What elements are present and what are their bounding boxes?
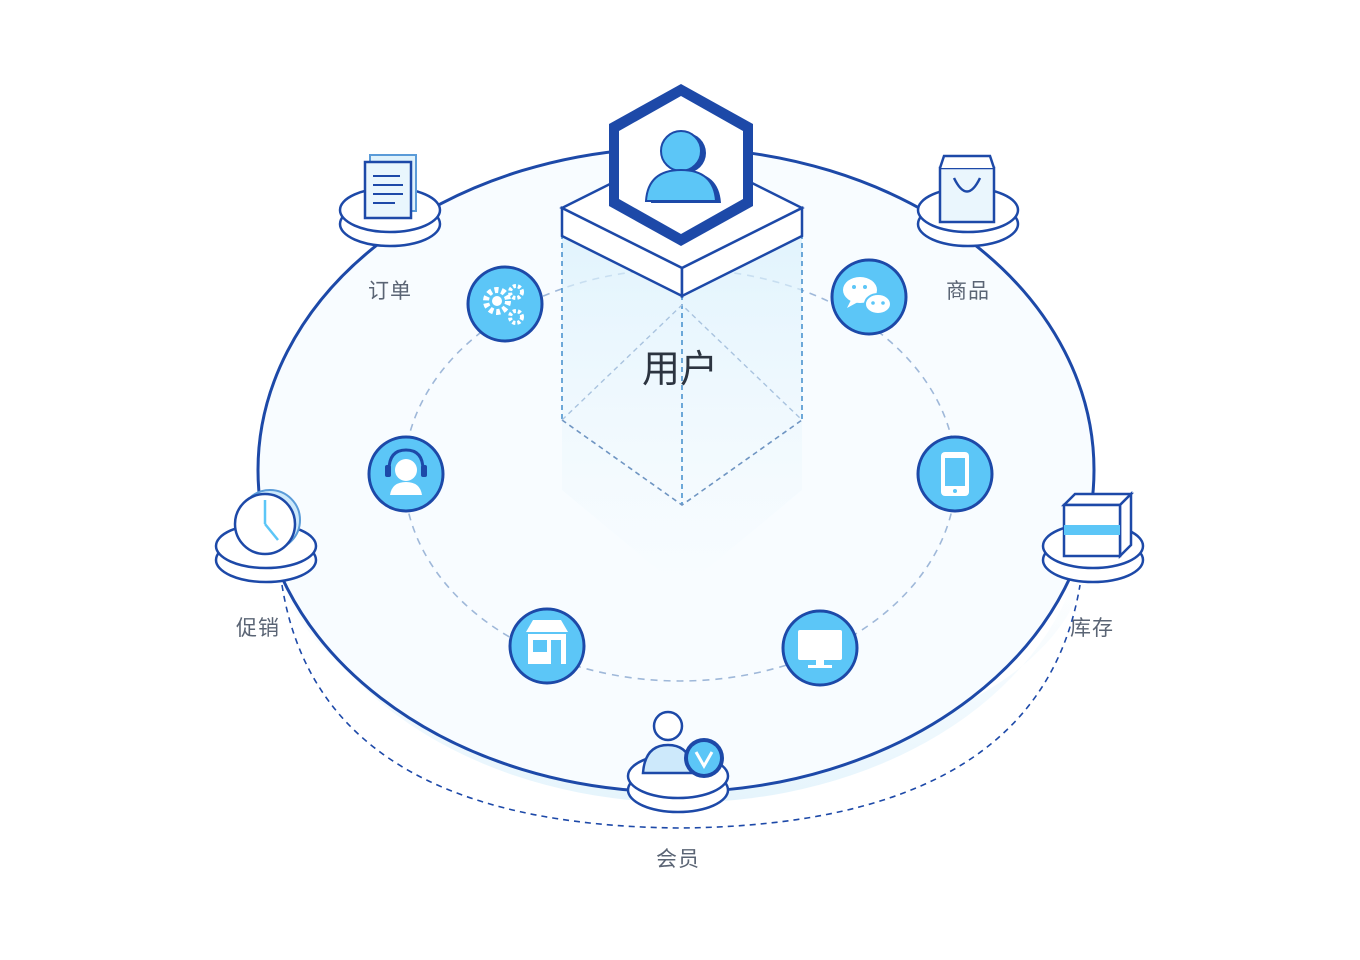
headset-icon bbox=[385, 448, 427, 495]
document-icon bbox=[363, 154, 417, 220]
vip-member-icon bbox=[641, 710, 724, 778]
inner-node-service[interactable] bbox=[367, 435, 445, 513]
node-order[interactable]: 订单 bbox=[338, 154, 442, 303]
node-promo[interactable]: 促销 bbox=[214, 489, 318, 640]
node-stock[interactable]: 库存 bbox=[1041, 490, 1145, 640]
wechat-icon bbox=[843, 277, 892, 315]
node-label-goods: 商品 bbox=[946, 279, 990, 303]
inner-node-wechat[interactable] bbox=[830, 258, 908, 336]
inner-node-desktop[interactable] bbox=[781, 609, 859, 687]
clock-icon bbox=[233, 489, 301, 556]
user-icon bbox=[644, 130, 721, 203]
node-label-stock: 库存 bbox=[1070, 616, 1114, 640]
inner-node-mobile[interactable] bbox=[916, 435, 994, 513]
node-goods[interactable]: 商品 bbox=[916, 154, 1020, 303]
node-label-order: 订单 bbox=[368, 279, 412, 303]
mobile-icon bbox=[941, 452, 969, 496]
inner-node-settings[interactable] bbox=[466, 265, 544, 343]
inner-node-store[interactable] bbox=[508, 607, 586, 685]
center-label: 用户 bbox=[642, 347, 718, 391]
store-icon bbox=[526, 620, 568, 664]
gears-icon bbox=[483, 284, 524, 325]
box-icon bbox=[1060, 490, 1135, 560]
center-prism: 用户 bbox=[559, 84, 805, 590]
base-shadow-dashed-arc bbox=[281, 584, 1081, 829]
node-label-member: 会员 bbox=[656, 847, 700, 871]
node-label-promo: 促销 bbox=[236, 616, 280, 640]
monitor-icon bbox=[798, 630, 842, 668]
node-member[interactable]: 会员 bbox=[626, 710, 730, 871]
shopping-bag-icon bbox=[938, 154, 996, 224]
